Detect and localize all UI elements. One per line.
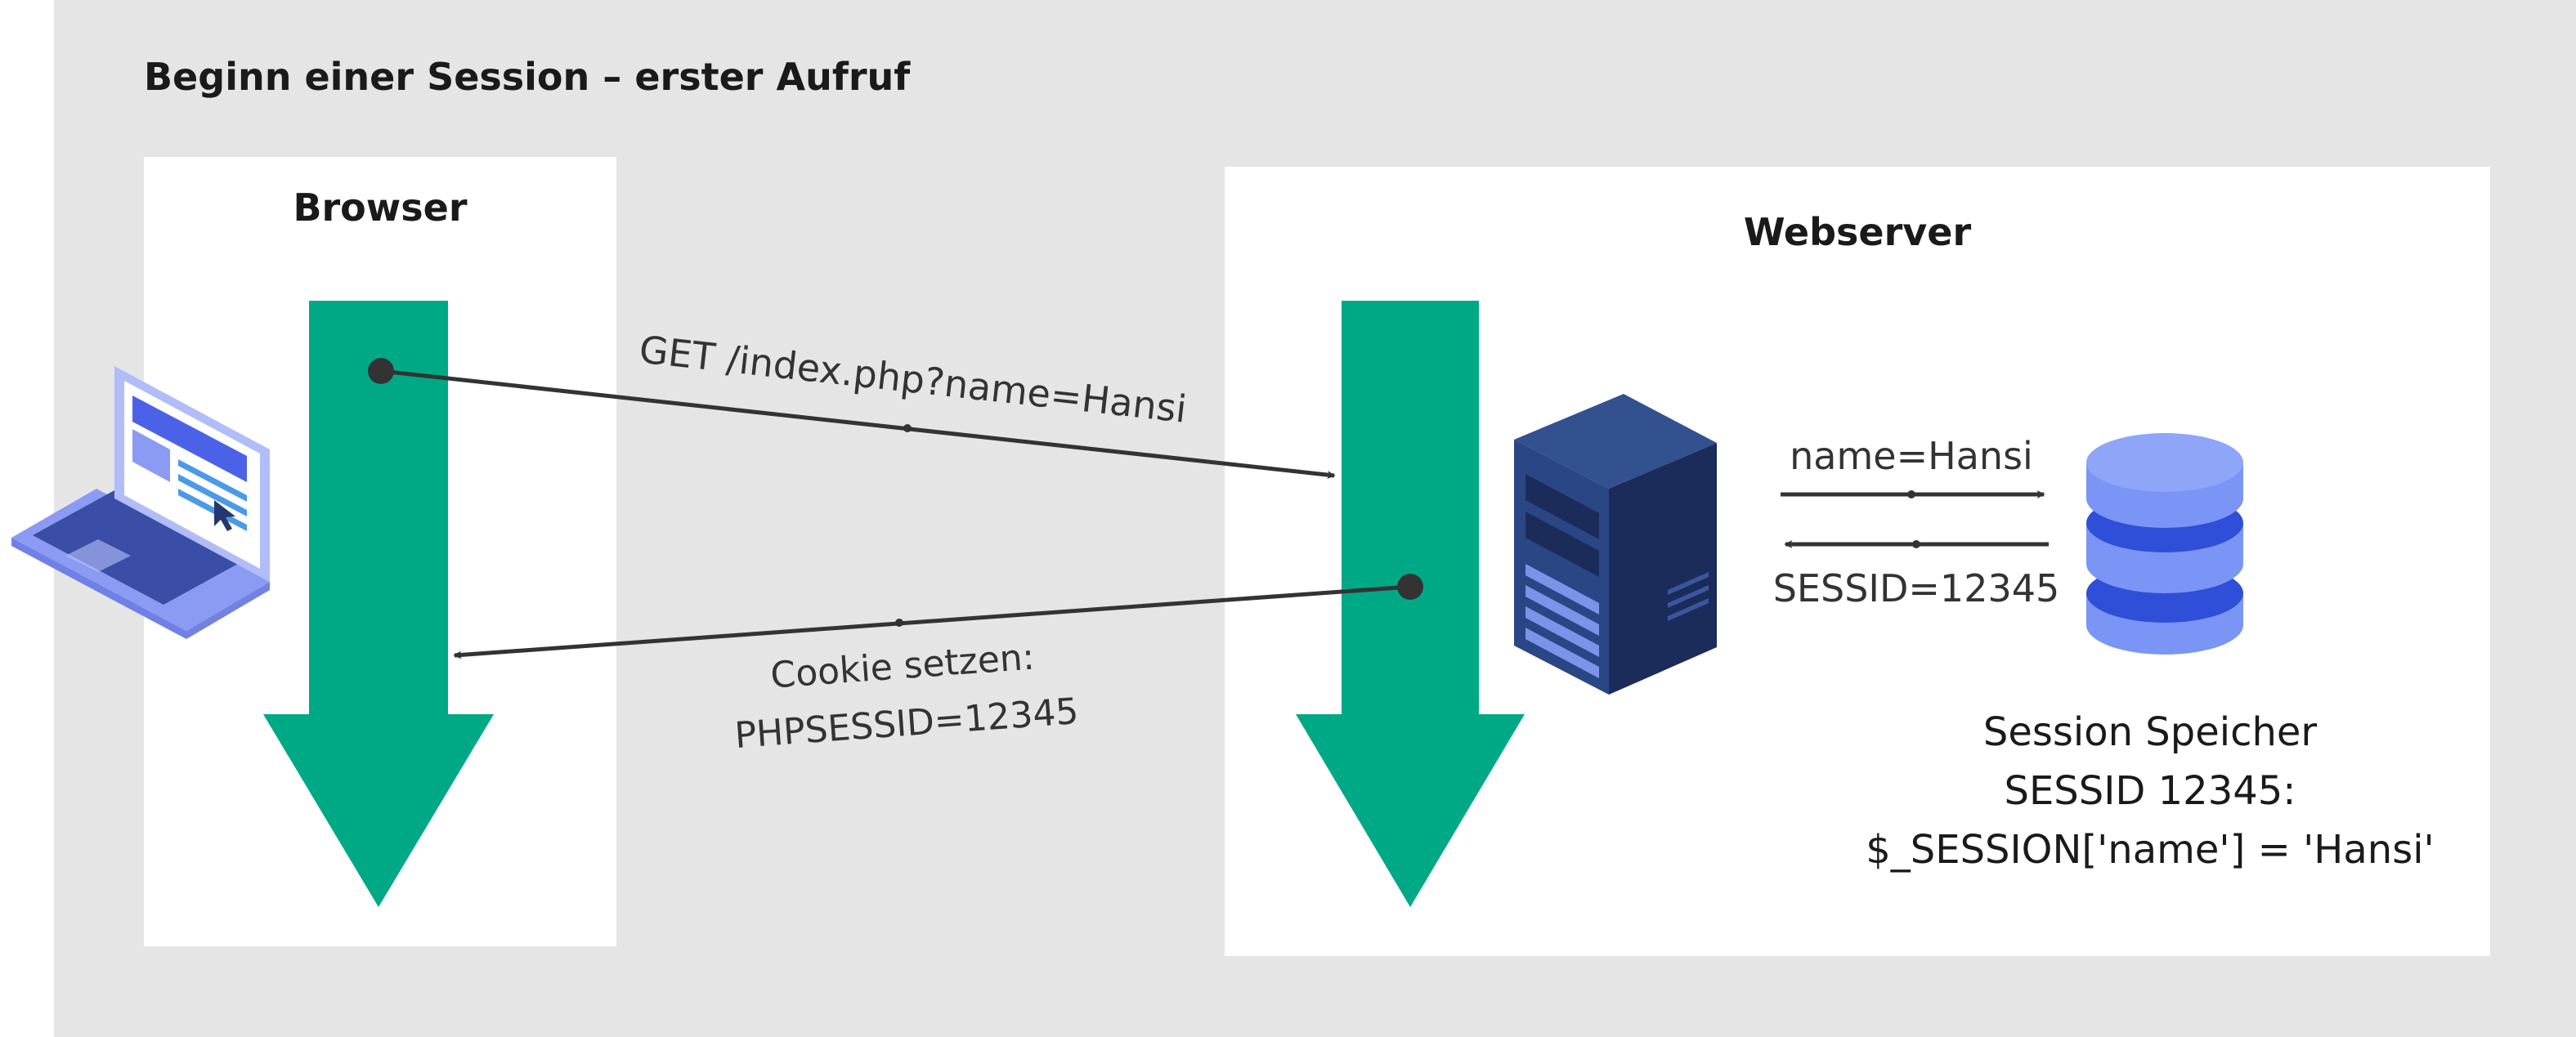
store-request-arrow <box>1781 490 2045 498</box>
laptop-icon <box>11 366 270 639</box>
response-arrow <box>453 574 1423 659</box>
store-response-arrow <box>1784 540 2049 548</box>
store-response-label: SESSID=12345 <box>1773 566 2060 610</box>
browser-heading: Browser <box>293 185 467 230</box>
browser-timeline-arrow <box>263 301 494 907</box>
request-arrow <box>368 358 1336 480</box>
webserver-heading: Webserver <box>1744 210 1972 254</box>
server-rack-icon <box>1514 394 1717 695</box>
database-icon <box>2086 433 2243 655</box>
store-request-label: name=Hansi <box>1790 434 2033 478</box>
server-timeline-arrow <box>1296 301 1525 907</box>
session-store-line2: SESSID 12345: <box>2005 768 2296 814</box>
session-store-line3: $_SESSION['name'] = 'Hansi' <box>1866 827 2434 873</box>
diagram-title: Beginn einer Session – erster Aufruf <box>144 55 911 99</box>
session-store-line1: Session Speicher <box>1983 709 2318 755</box>
